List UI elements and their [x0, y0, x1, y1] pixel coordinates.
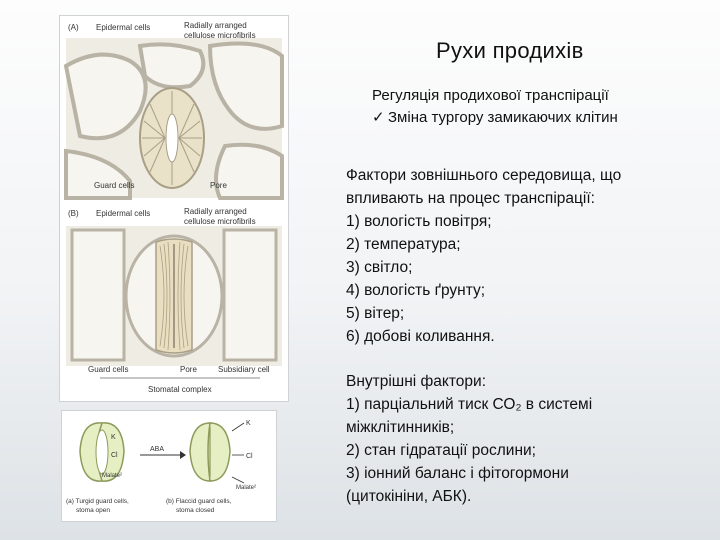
caption-b-line-2: stoma closed	[176, 507, 215, 514]
checklist-item-text: Зміна тургору замикаючих клітин	[388, 109, 618, 126]
external-item: 5) вітер;	[346, 305, 405, 322]
panel-b-epidermal-label: Epidermal cells	[96, 209, 150, 218]
guard-cell-turgor-figure: K Cl ABA Malate² K Cl Malate² (a) Turgid…	[61, 410, 277, 522]
slide-subtitle: Регуляція продихової транспірації	[372, 87, 609, 104]
aba-label: ABA	[150, 446, 164, 453]
external-item: 4) вологість ґрунту;	[346, 282, 486, 299]
internal-line: 3) іонний баланс і фітогормони	[346, 465, 569, 482]
cl-ion-label: Cl	[111, 452, 118, 459]
panel-b-pore-label: Pore	[180, 365, 197, 374]
panel-b-guard-label: Guard cells	[88, 365, 128, 374]
k-ion-out-label: K	[246, 420, 251, 427]
caption-a-line-1: (a) Turgid guard cells,	[66, 498, 129, 505]
internal-heading: Внутрішні фактори:	[346, 373, 487, 390]
slide-title: Рухи продихів	[436, 38, 584, 63]
panel-b-cell-drawing	[66, 226, 282, 366]
panel-b-tag: (B)	[68, 209, 79, 218]
panel-b-subsidiary-label: Subsidiary cell	[218, 365, 270, 374]
checkmark-icon: ✓	[372, 109, 385, 126]
external-heading-line-2: впливають на процес транспірації:	[346, 190, 595, 207]
caption-b-line-1: (b) Flaccid guard cells,	[166, 498, 232, 505]
panel-a-guard-label: Guard cells	[94, 181, 134, 190]
external-heading-line-1: Фактори зовнішнього середовища, що	[346, 167, 622, 184]
internal-line: 1) парціальний тиск СО₂ в системі	[346, 396, 593, 413]
panel-a-radial-label-1: Radially arranged	[184, 21, 247, 30]
panel-a-cell-drawing	[63, 38, 284, 200]
external-item: 3) світло;	[346, 259, 413, 276]
panel-a-tag: (A)	[68, 23, 79, 32]
panel-b-radial-label-1: Radially arranged	[184, 207, 247, 216]
malate-label: Malate²	[102, 473, 122, 479]
internal-factors-block: Внутрішні фактори: 1) парціальний тиск С…	[346, 370, 592, 508]
panel-a-pore-label: Pore	[210, 181, 227, 190]
internal-line: (цитокініни, АБК).	[346, 488, 472, 505]
checklist-item: ✓Зміна тургору замикаючих клітин	[372, 108, 618, 128]
malate-out-label: Malate²	[236, 485, 256, 491]
caption-a-line-2: stoma open	[76, 507, 110, 514]
external-item: 1) вологість повітря;	[346, 213, 492, 230]
panel-a-epidermal-label: Epidermal cells	[96, 23, 150, 32]
external-factors-block: Фактори зовнішнього середовища, що вплив…	[346, 164, 621, 348]
stomata-structure-figure: (A) Epidermal cells Radially arranged ce…	[59, 15, 289, 402]
panel-b-radial-label-2: cellulose microfibrils	[184, 217, 256, 226]
external-item: 6) добові коливання.	[346, 328, 495, 345]
cl-ion-out-label: Cl	[246, 453, 253, 460]
panel-b-complex-label: Stomatal complex	[148, 385, 212, 394]
external-item: 2) температура;	[346, 236, 461, 253]
internal-line: 2) стан гідратації рослини;	[346, 442, 536, 459]
panel-a-radial-label-2: cellulose microfibrils	[184, 31, 256, 40]
flaccid-guard-cells	[189, 422, 231, 482]
turgid-guard-cells	[79, 422, 125, 482]
internal-line: міжклітинників;	[346, 419, 455, 436]
k-ion-label: K	[111, 434, 116, 441]
